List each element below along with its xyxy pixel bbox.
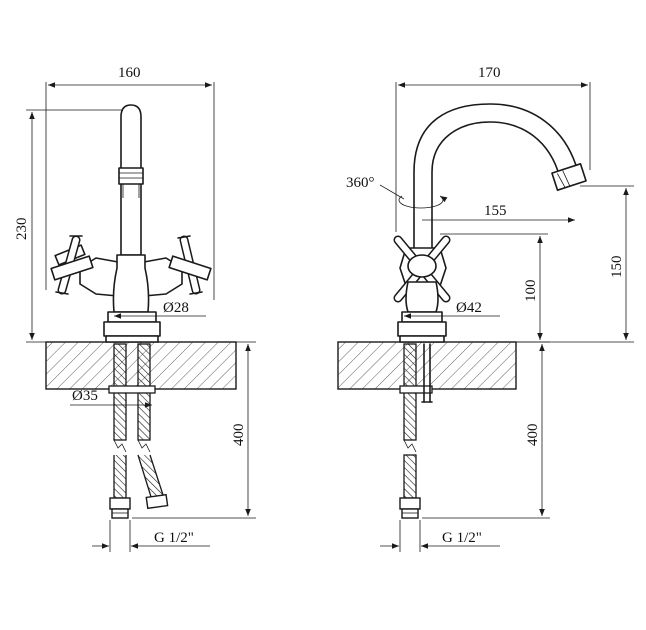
side-hose-length-dimension: 400 [422, 341, 550, 519]
front-body [103, 254, 161, 343]
side-spout [413, 103, 587, 256]
side-thread-dimension: G 1/2" [380, 520, 500, 552]
front-body-diameter-label: Ø28 [163, 300, 189, 316]
side-thread-label: G 1/2" [442, 530, 482, 546]
side-reach-label: 155 [484, 203, 507, 219]
front-height-dimension: 230 [14, 109, 122, 343]
front-hoses [108, 343, 169, 519]
front-thread-label: G 1/2" [154, 530, 194, 546]
side-countertop-section [337, 341, 517, 390]
front-base-diameter-dimension: Ø35 [70, 388, 152, 408]
side-handle-height-dimension: 100 [440, 233, 548, 340]
front-base-diameter-label: Ø35 [72, 388, 98, 404]
front-view: 160 230 Ø28 Ø35 400 [14, 65, 256, 552]
side-width-label: 170 [478, 65, 501, 81]
front-right-handle [143, 235, 212, 297]
front-body-diameter-dimension: Ø28 [114, 300, 206, 319]
side-rotation-indicator: 360° [346, 175, 448, 209]
side-rotation-label: 360° [346, 175, 375, 191]
side-spout-height-label: 150 [609, 256, 625, 279]
side-body [397, 281, 447, 343]
front-left-handle [50, 235, 119, 297]
front-spout [118, 104, 144, 256]
side-handle-height-label: 100 [523, 280, 539, 303]
side-hose-length-label: 400 [525, 424, 541, 447]
side-hoses [399, 343, 433, 519]
front-hose-length-label: 400 [231, 424, 247, 447]
front-width-label: 160 [118, 65, 141, 81]
front-hose-length-dimension: 400 [132, 341, 256, 519]
front-thread-dimension: G 1/2" [92, 520, 210, 552]
front-width-dimension: 160 [45, 65, 215, 300]
side-body-diameter-dimension: Ø42 [404, 300, 500, 319]
side-handle [393, 235, 451, 303]
side-reach-dimension: 155 [422, 203, 575, 223]
front-height-label: 230 [14, 218, 30, 241]
side-width-dimension: 170 [395, 65, 591, 232]
side-body-diameter-label: Ø42 [456, 300, 482, 316]
side-view: 360° 170 155 150 100 [337, 65, 634, 552]
side-spout-height-dimension: 150 [516, 185, 634, 343]
